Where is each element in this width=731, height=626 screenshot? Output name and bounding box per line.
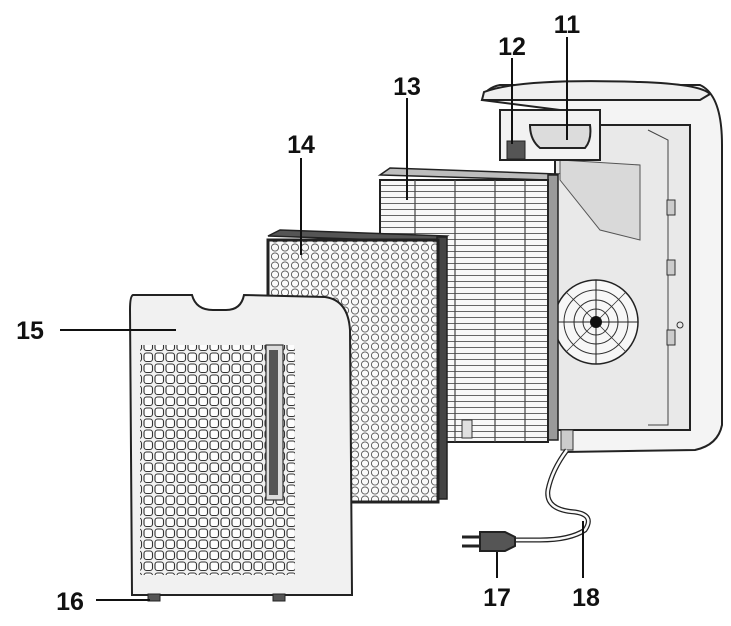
power-plug (462, 531, 516, 552)
callout-13: 13 (393, 73, 421, 101)
callout-11: 11 (554, 11, 581, 39)
callout-12: 12 (498, 33, 526, 61)
power-cord (515, 429, 591, 543)
fan-grille (553, 279, 639, 365)
sensor-unit (506, 140, 526, 160)
panel-foot-right (272, 593, 286, 602)
callout-17: 17 (483, 584, 511, 612)
front-panel (128, 293, 354, 602)
panel-foot-left (147, 593, 161, 602)
callout-16: 16 (56, 588, 84, 616)
callout-15: 15 (16, 317, 44, 345)
callout-14: 14 (287, 131, 315, 159)
handle-recess (528, 124, 592, 149)
callout-18: 18 (572, 584, 600, 612)
